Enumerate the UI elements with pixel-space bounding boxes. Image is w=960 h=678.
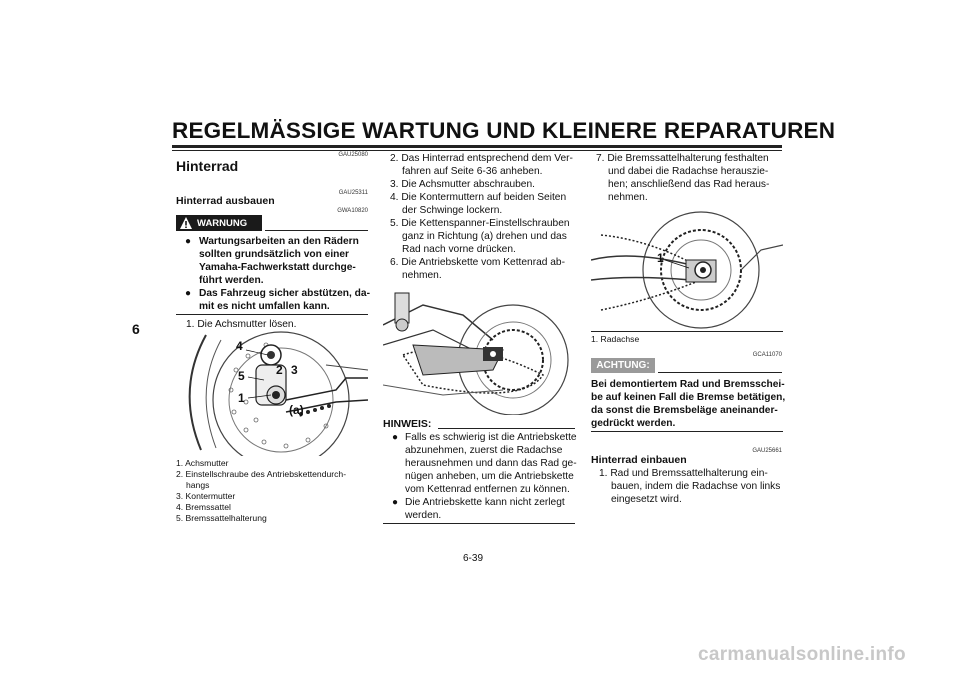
subsection-title: Hinterrad ausbauen	[176, 195, 275, 207]
steps-list: 2. Das Hinterrad entsprechend dem Ver- f…	[390, 153, 573, 281]
hinweis-end-rule	[383, 523, 575, 524]
warning-end-rule	[176, 314, 368, 315]
warning-item: Das Fahrzeug sicher abstützen, da- mit e…	[199, 288, 370, 312]
watermark: carmanualsonline.info	[698, 644, 906, 665]
figure-label: 4	[236, 339, 243, 353]
warning-triangle-icon	[180, 217, 192, 229]
warning-label: WARNUNG	[197, 217, 248, 229]
figure-captions: 1. Achsmutter 2. Einstellschraube des An…	[176, 458, 347, 523]
title-rule	[172, 145, 782, 148]
bullet-icon: ●	[185, 288, 192, 299]
code-label: GAU25661	[752, 448, 782, 454]
code-label: GAU25311	[338, 190, 368, 196]
figure-label: 1	[657, 251, 664, 265]
code-label: GCA11070	[752, 352, 782, 358]
code-label: GAU25080	[338, 152, 368, 158]
section-title: Hinterrad	[176, 158, 239, 174]
step-text: 1. Die Achsmutter lösen.	[186, 319, 297, 330]
figure-rear-axle-left: 4 5 2 3 1 (a)	[176, 330, 368, 456]
warning-item: Wartungsarbeiten an den Rädern sollten g…	[199, 236, 359, 286]
bullet-icon: ●	[392, 497, 399, 508]
subsection-title: Hinterrad einbauen	[591, 454, 687, 466]
caption-rule	[591, 331, 783, 332]
chapter-tab: 6	[132, 321, 140, 337]
notice-end-rule	[591, 431, 783, 432]
bullet-icon: ●	[185, 236, 192, 247]
hinweis-item: Die Antriebskette kann nicht zerlegt wer…	[405, 497, 565, 521]
page-title: REGELMÄSSIGE WARTUNG UND KLEINERE REPARA…	[172, 118, 836, 143]
notice-text: Bei demontiertem Rad und Bremsschei- be …	[591, 379, 786, 429]
bullet-icon: ●	[392, 432, 399, 443]
code-label: GWA10820	[337, 208, 368, 214]
hinweis-label: HINWEIS:	[383, 418, 432, 430]
title-rule-thin	[172, 150, 782, 151]
notice-badge: ACHTUNG:	[591, 358, 655, 373]
hinweis-item: Falls es schwierig ist die Antriebskette…	[405, 432, 577, 495]
step7-text: 7. Die Bremssattelhalterung festhalten u…	[596, 153, 770, 203]
figure-axle-removal: 1	[591, 210, 783, 330]
install-steps: 1. Rad und Bremssattelhalterung ein- bau…	[599, 468, 781, 505]
hinweis-rule	[438, 428, 575, 429]
figure-label: 5	[238, 369, 245, 383]
warning-rule	[265, 230, 368, 231]
page-number: 6-39	[463, 553, 484, 564]
figure-caption: 1. Radachse	[591, 334, 640, 344]
warning-badge: WARNUNG	[176, 215, 262, 231]
figure-swingarm-chain	[383, 285, 575, 415]
figure-label: 2	[276, 363, 283, 377]
notice-rule	[658, 372, 782, 373]
figure-label: 1	[238, 391, 245, 405]
figure-label: 3	[291, 363, 298, 377]
figure-label: (a)	[289, 403, 304, 417]
